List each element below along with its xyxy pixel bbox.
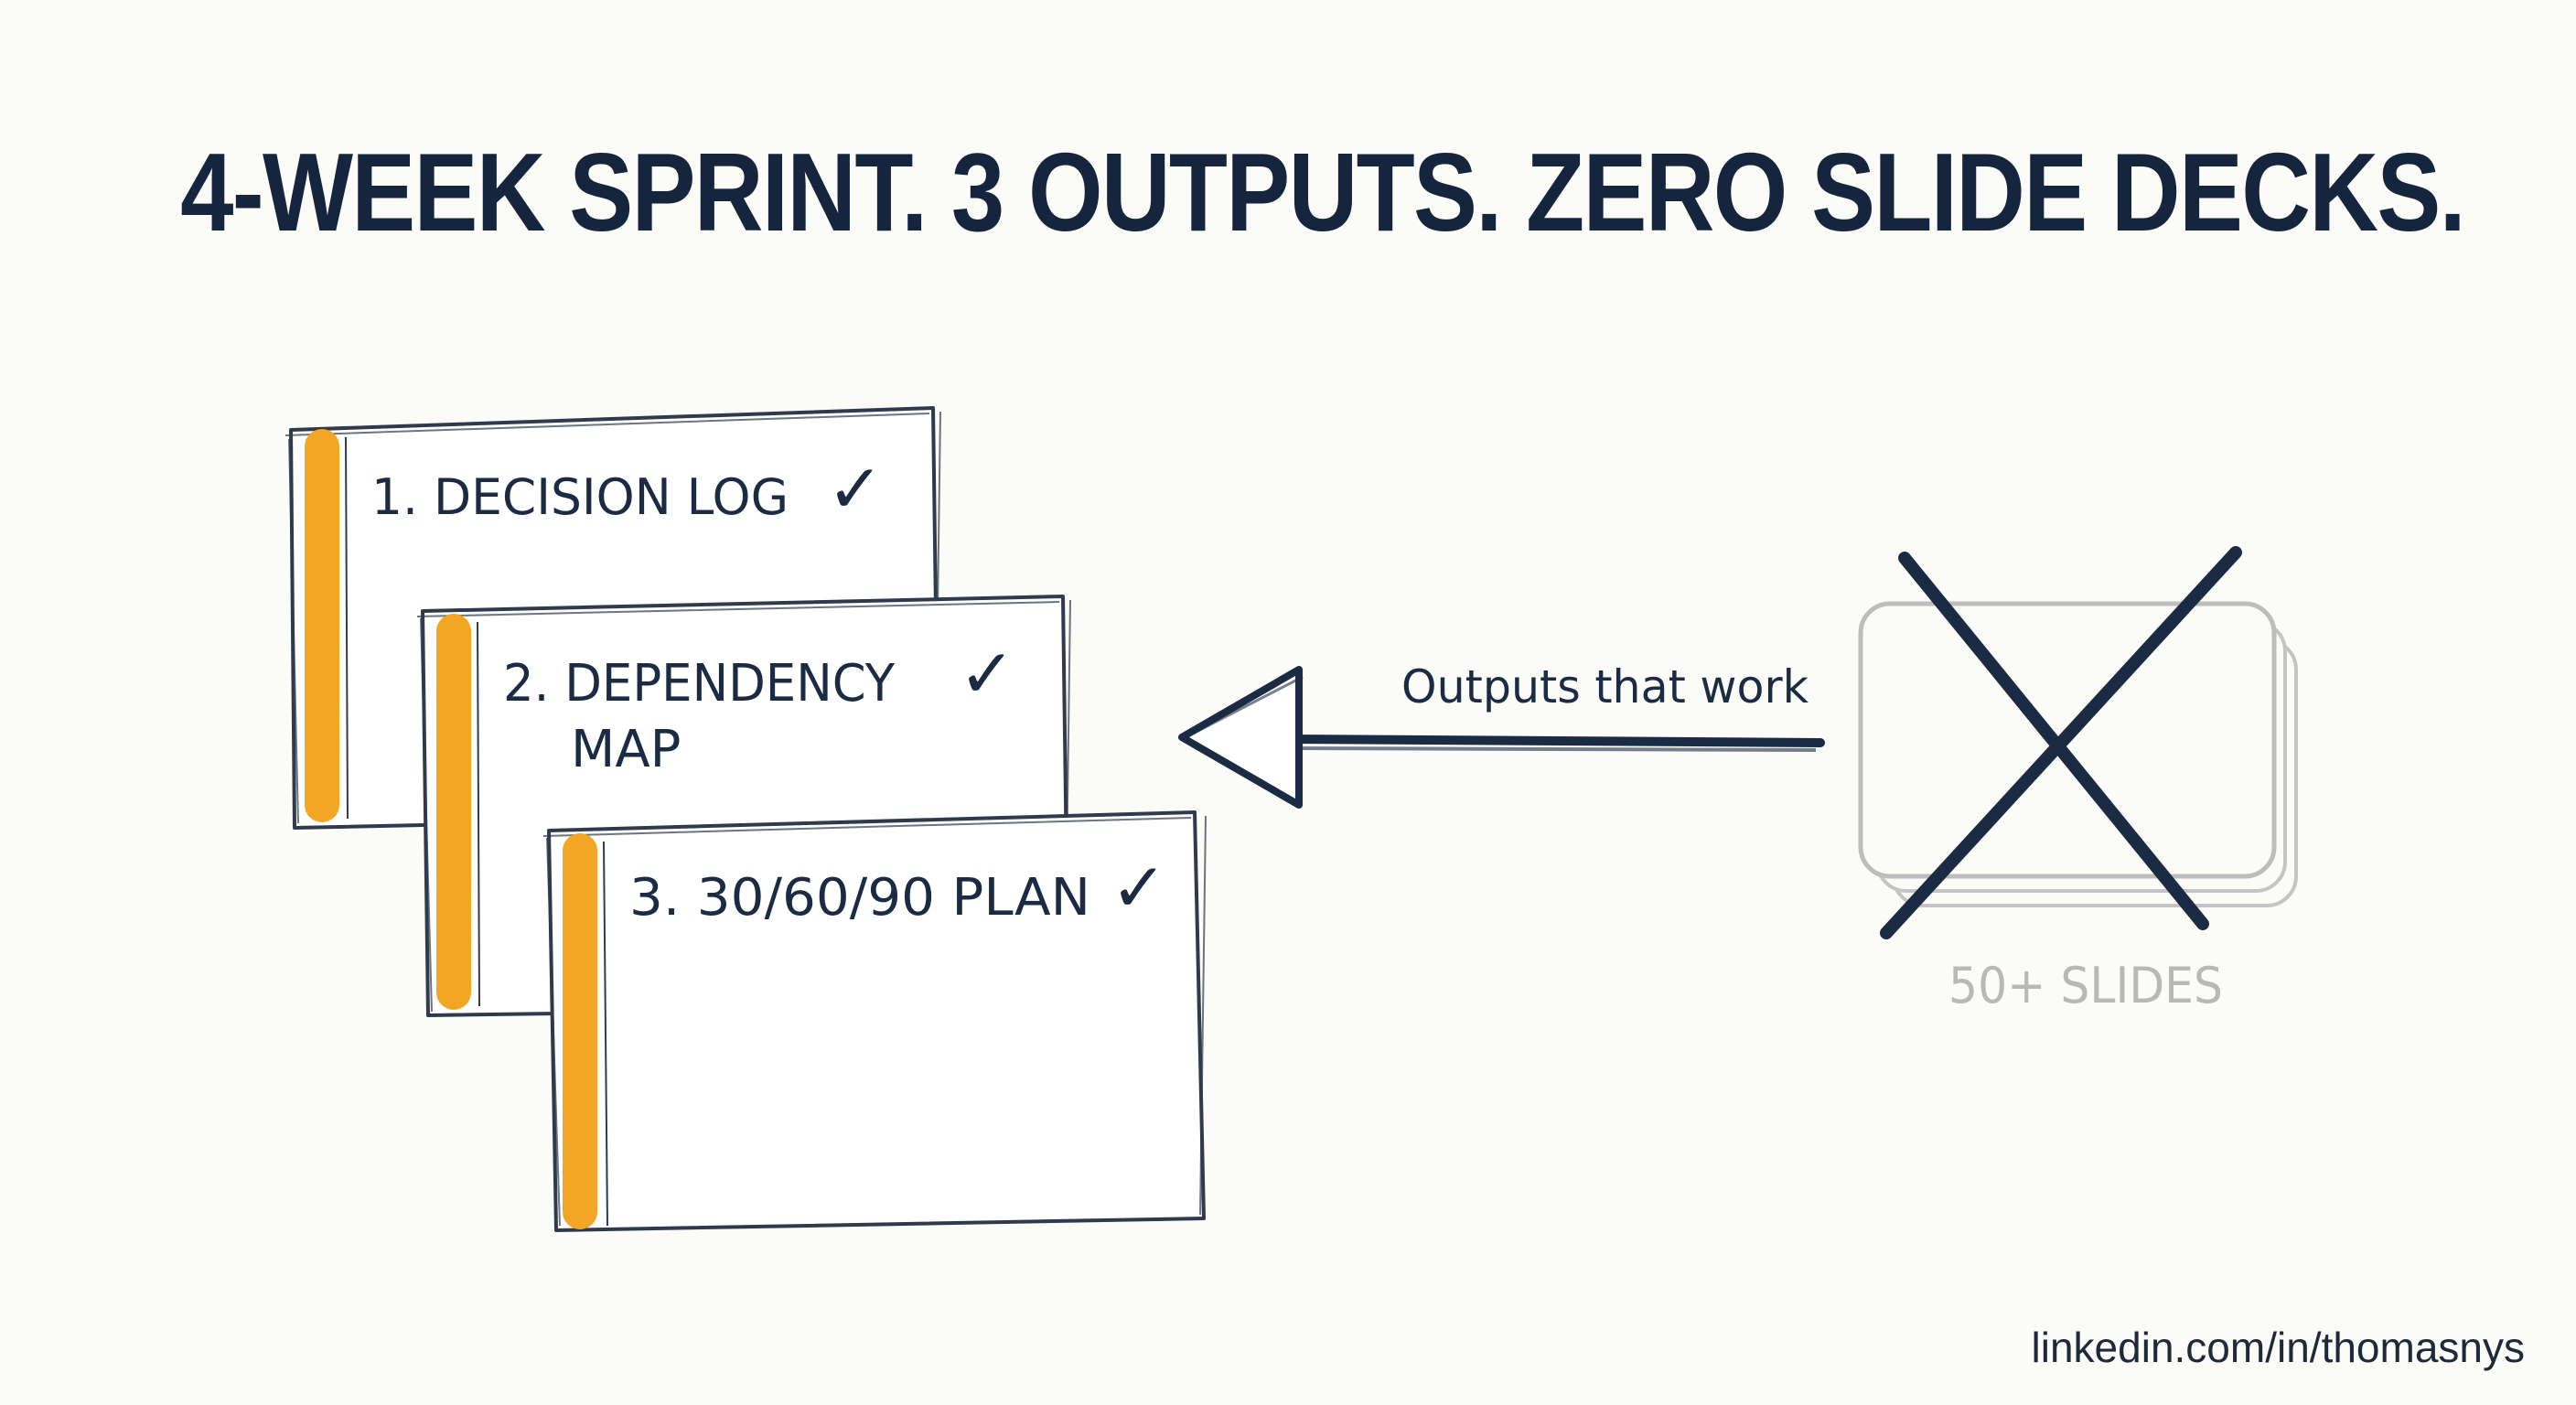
slide-deck-icon [1858,601,2298,907]
output-card-30-60-90-plan: 3. 30/60/90 PLAN ✓ [542,810,1207,1232]
card-outline [547,810,1206,1232]
slide-deck-label: 50+ SLIDES [1948,957,2223,1014]
card-margin-line [603,841,608,1227]
output-label-2: 2. DEPENDENCY [503,654,896,713]
check-icon: ✓ [827,450,884,529]
output-label-2-line2: MAP [571,720,681,779]
arrow-label: Outputs that work [1401,660,1809,713]
linkedin-link[interactable]: linkedin.com/in/thomasnys [2031,1324,2525,1371]
output-label-1: 1. DECISION LOG [371,468,789,526]
card-margin-line [477,621,480,1007]
cross-out-icon [1880,546,2242,939]
arrow-left-icon [1178,666,1825,809]
card-outline-sketch [542,815,1207,1227]
check-icon: ✓ [959,635,1015,713]
card-margin-line [345,436,349,820]
check-icon: ✓ [1111,849,1167,928]
output-label-3: 3. 30/60/90 PLAN [629,868,1090,928]
page-title: 4-WEEK SPRINT. 3 OUTPUTS. ZERO SLIDE DEC… [180,130,2466,254]
